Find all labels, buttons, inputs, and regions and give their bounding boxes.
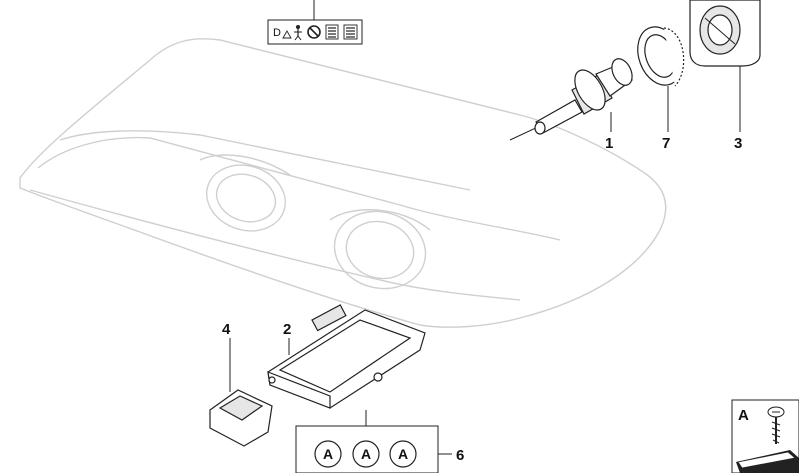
callout-3: 3 bbox=[734, 135, 742, 152]
igniter-module bbox=[209, 338, 273, 447]
screw-kit-box: A A A bbox=[295, 410, 452, 473]
person-icon bbox=[294, 25, 302, 41]
safety-label-text: D bbox=[273, 27, 281, 39]
kit-item-a-2: A bbox=[352, 440, 380, 468]
xenon-ballast bbox=[267, 304, 426, 409]
legend-label: A bbox=[738, 407, 749, 424]
ignition-cap bbox=[689, 0, 761, 132]
svg-text:A: A bbox=[361, 446, 371, 462]
screw-legend-box: A bbox=[731, 399, 799, 473]
continuation-arrow-icon bbox=[736, 450, 799, 473]
callout-6: 6 bbox=[456, 447, 464, 464]
manual-icon bbox=[325, 24, 339, 40]
xenon-bulb bbox=[509, 58, 633, 141]
retaining-ring bbox=[637, 26, 685, 132]
callout-4: 4 bbox=[222, 321, 231, 338]
screw-icon bbox=[767, 406, 785, 444]
kit-item-a-3: A bbox=[389, 440, 417, 468]
kit-item-a-1: A bbox=[314, 440, 342, 468]
warning-triangle-icon bbox=[282, 30, 292, 39]
safety-warning-label: D bbox=[267, 0, 363, 45]
svg-text:A: A bbox=[398, 446, 408, 462]
callout-1: 1 bbox=[605, 135, 613, 152]
prohibited-icon bbox=[307, 25, 321, 39]
text-lines-icon bbox=[343, 24, 358, 40]
svg-text:A: A bbox=[323, 446, 333, 462]
callout-2: 2 bbox=[283, 321, 291, 338]
callout-7: 7 bbox=[662, 135, 670, 152]
headlight-housing-outline bbox=[19, 38, 667, 328]
